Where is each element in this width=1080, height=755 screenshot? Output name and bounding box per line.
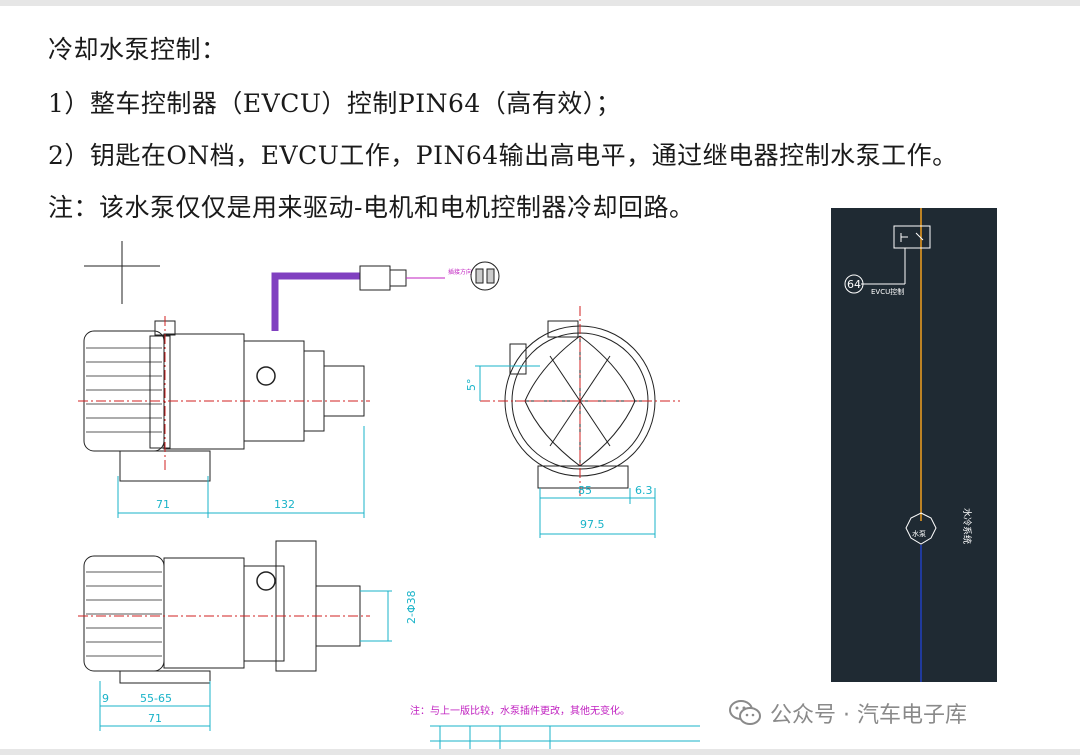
watermark: 公众号 · 汽车电子库	[728, 695, 967, 731]
drawing-note: 注：与上一版比较，水泵插件更改，其他无变化。	[410, 704, 630, 717]
evcu-control-label: EVCU控制	[871, 287, 904, 296]
note-line: 注：该水泵仅仅是用来驱动-电机和电机控制器冷却回路。	[48, 193, 695, 222]
wechat-icon	[729, 700, 761, 725]
relay-box	[893, 225, 931, 249]
dim-6-3: 6.3	[635, 484, 653, 497]
text-line-1: 1）整车控制器（EVCU）控制PIN64（高有效）；	[48, 89, 622, 118]
dim-5-degree: 5°	[465, 379, 478, 392]
text-line-2: 2）钥匙在ON档，EVCU工作，PIN64输出高电平，通过继电器控制水泵工作。	[48, 141, 958, 170]
dim-85: 85	[578, 484, 592, 497]
pin-64-marker	[844, 274, 864, 294]
bottom-divider	[0, 749, 1080, 755]
pump-label: 水泵	[912, 529, 926, 538]
dim-71-bottom: 71	[148, 712, 162, 725]
connector-cable: 插接方向	[271, 261, 500, 331]
dim-9: 9	[102, 692, 109, 705]
watermark-text: 公众号 · 汽车电子库	[770, 703, 967, 728]
dim-55-65: 55-65	[140, 692, 172, 705]
cooling-system-label: 水冷系统	[961, 508, 973, 544]
pump-symbol	[905, 512, 937, 545]
dim-97-5: 97.5	[580, 518, 605, 531]
dim-132: 132	[274, 498, 295, 511]
circuit-diagram: 64 EVCU控制 水泵 水冷系统	[844, 208, 973, 682]
circuit-diagram-panel: 64 EVCU控制 水泵 水冷系统	[831, 208, 997, 682]
heading-line: 冷却水泵控制：	[48, 35, 227, 64]
pin-64-label: 64	[847, 278, 861, 291]
dim-71-top: 71	[156, 498, 170, 511]
pump-engineering-drawing: 插接方向 71 132	[78, 241, 700, 755]
top-divider	[0, 0, 1080, 6]
pump-bottom-view	[83, 540, 361, 684]
svg-text:插接方向: 插接方向	[448, 268, 472, 276]
dim-phi-38: 2-Φ38	[405, 590, 418, 624]
pump-side-view	[83, 320, 365, 482]
